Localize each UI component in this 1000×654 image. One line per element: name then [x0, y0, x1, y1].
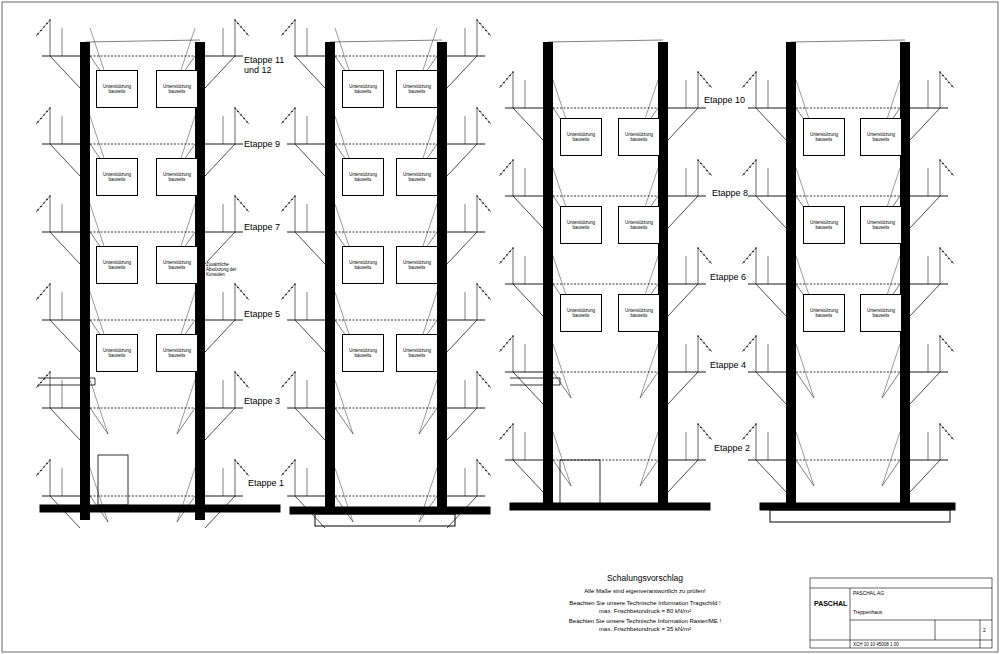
support-note: Unterstützung bauseits [619, 307, 659, 319]
support-note: Unterstützung bauseits [97, 347, 137, 359]
note: Alle Maße sind eigenverantwortlich zu pr… [584, 588, 705, 595]
support-note: Unterstützung bauseits [861, 131, 901, 143]
etappe-label: Etappe 9 [244, 139, 280, 149]
support-note: Unterstützung bauseits [397, 347, 437, 359]
title-block [810, 578, 992, 648]
support-box: Unterstützung bauseits [96, 70, 138, 108]
support-box: Unterstützung bauseits [803, 294, 845, 332]
support-box: Unterstützung bauseits [803, 206, 845, 244]
support-box: Unterstützung bauseits [156, 334, 198, 372]
support-box: Unterstützung bauseits [860, 206, 902, 244]
support-note: Unterstützung bauseits [343, 259, 383, 271]
support-box: Unterstützung bauseits [618, 294, 660, 332]
support-box: Unterstützung bauseits [342, 158, 384, 196]
etappe-label: Etappe 6 [710, 272, 746, 282]
note: max. Frischbetondruck = 35 kN/m² [599, 626, 691, 633]
support-box: Unterstützung bauseits [396, 246, 438, 284]
support-note: Unterstützung bauseits [157, 347, 197, 359]
walls [80, 42, 910, 520]
support-note: Unterstützung bauseits [97, 171, 137, 183]
support-note: Unterstützung bauseits [861, 219, 901, 231]
support-note: Unterstützung bauseits [397, 83, 437, 95]
support-note: Unterstützung bauseits [861, 307, 901, 319]
support-box: Unterstützung bauseits [96, 334, 138, 372]
note: Beachten Sie unsere Technische Informati… [569, 618, 721, 625]
etappe-label: Etappe 7 [244, 222, 280, 232]
support-note: Unterstützung bauseits [157, 259, 197, 271]
support-note: Unterstützung bauseits [804, 131, 844, 143]
support-box: Unterstützung bauseits [96, 246, 138, 284]
company-logo: PASCHAL [814, 600, 847, 608]
drawing-title: Schalungsvorschlag [600, 574, 690, 584]
support-box: Unterstützung bauseits [560, 294, 602, 332]
etappe-label: Etappe 2 [714, 443, 750, 453]
sheet-number: 2 [983, 628, 986, 634]
support-note: Unterstützung bauseits [397, 259, 437, 271]
etappe-label: Etappe 3 [244, 396, 280, 406]
support-note: Unterstützung bauseits [619, 131, 659, 143]
support-note: Unterstützung bauseits [343, 171, 383, 183]
support-box: Unterstützung bauseits [396, 70, 438, 108]
support-box: Unterstützung bauseits [96, 158, 138, 196]
support-note: Unterstützung bauseits [157, 83, 197, 95]
annotation: Zusätzliche Abstützung der Konsolen [206, 262, 244, 278]
support-box: Unterstützung bauseits [618, 206, 660, 244]
support-box: Unterstützung bauseits [156, 158, 198, 196]
support-box: Unterstützung bauseits [342, 246, 384, 284]
etappe-label: Etappe 8 [712, 188, 748, 198]
support-note: Unterstützung bauseits [804, 219, 844, 231]
climbing-brackets [36, 19, 954, 528]
support-note: Unterstützung bauseits [804, 307, 844, 319]
drawing-subject: Treppenhaus [853, 610, 882, 616]
support-note: Unterstützung bauseits [343, 83, 383, 95]
support-note: Unterstützung bauseits [561, 131, 601, 143]
etappe-label: Etappe 1 [248, 478, 284, 488]
support-box: Unterstützung bauseits [860, 118, 902, 156]
support-box: Unterstützung bauseits [396, 334, 438, 372]
support-box: Unterstützung bauseits [396, 158, 438, 196]
etappe-label: Etappe 5 [244, 309, 280, 319]
foundation-slabs [40, 503, 955, 526]
support-note: Unterstützung bauseits [397, 171, 437, 183]
support-note: Unterstützung bauseits [157, 171, 197, 183]
etappe-label: Etappe 11 und 12 [244, 55, 294, 76]
support-box: Unterstützung bauseits [860, 294, 902, 332]
support-note: Unterstützung bauseits [561, 219, 601, 231]
etappe-label: Etappe 10 [704, 95, 745, 105]
support-note: Unterstützung bauseits [561, 307, 601, 319]
support-box: Unterstützung bauseits [618, 118, 660, 156]
support-note: Unterstützung bauseits [97, 259, 137, 271]
support-box: Unterstützung bauseits [156, 70, 198, 108]
support-box: Unterstützung bauseits [560, 206, 602, 244]
note: Beachten Sie unsere Technische Informati… [569, 600, 720, 607]
side-slabs [38, 378, 600, 505]
support-box: Unterstützung bauseits [342, 334, 384, 372]
etappe-label: Etappe 4 [710, 360, 746, 370]
support-note: Unterstützung bauseits [619, 219, 659, 231]
company-name: PASCHAL AG [853, 591, 884, 597]
support-box: Unterstützung bauseits [560, 118, 602, 156]
support-box: Unterstützung bauseits [342, 70, 384, 108]
support-box: Unterstützung bauseits [803, 118, 845, 156]
note: max. Frischbetondruck = 80 kN/m² [599, 608, 691, 615]
support-note: Unterstützung bauseits [343, 347, 383, 359]
support-box: Unterstützung bauseits [156, 246, 198, 284]
support-note: Unterstützung bauseits [97, 83, 137, 95]
drawing-number: XCH 10 10 45008 1 00 [853, 642, 899, 647]
